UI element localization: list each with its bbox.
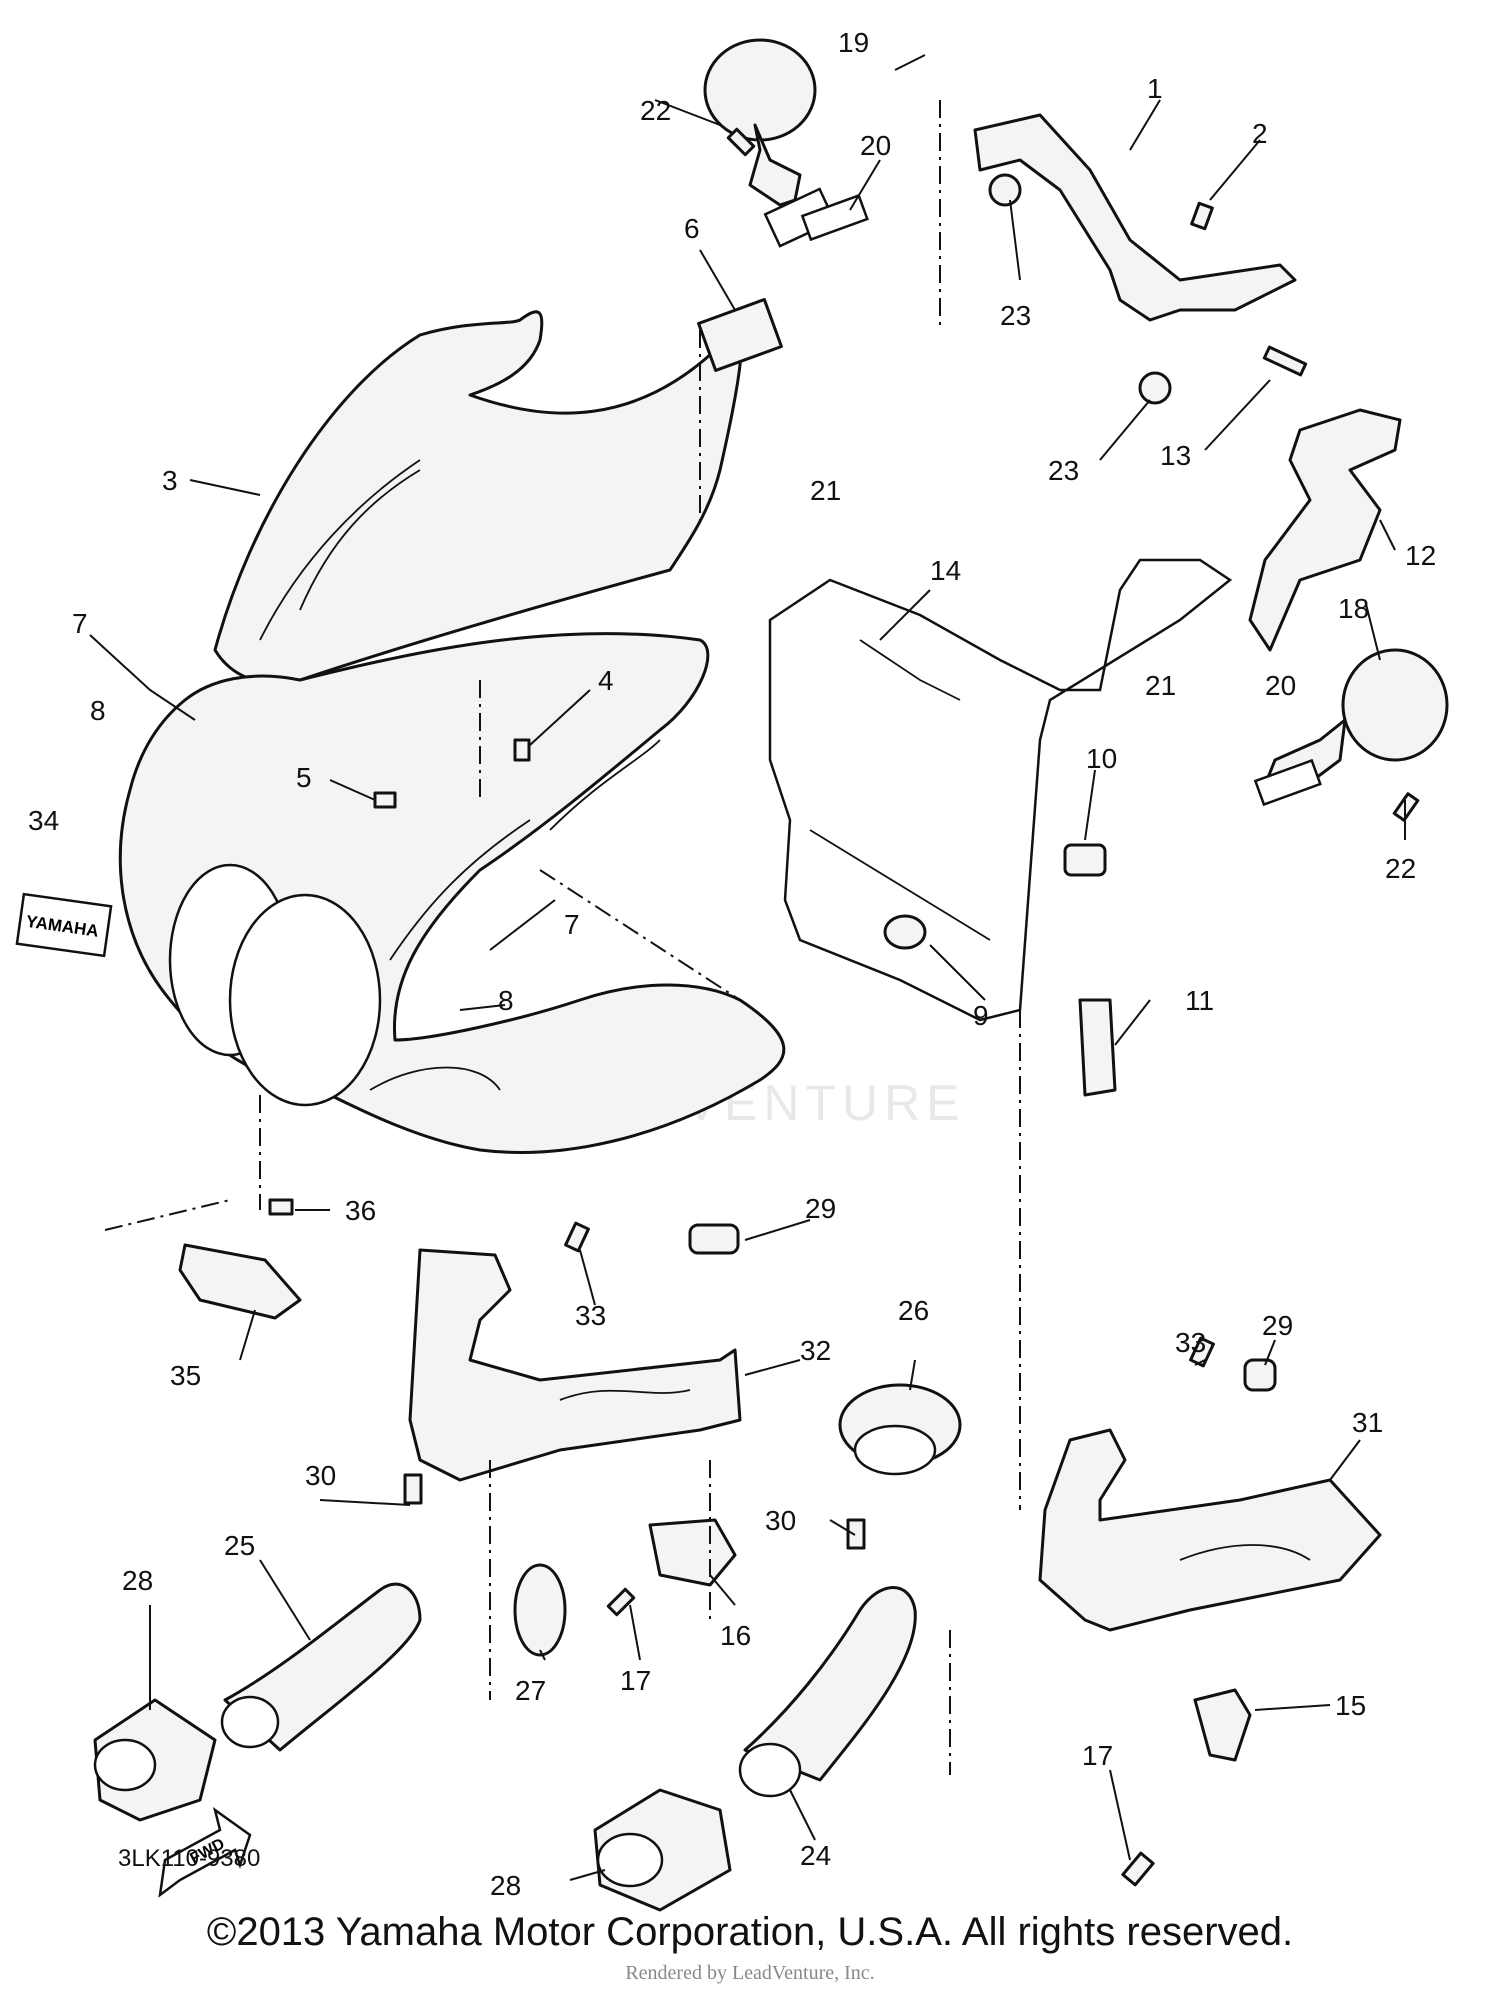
windscreen <box>213 310 743 685</box>
callout-21b: 21 <box>1145 670 1176 701</box>
damper-23a <box>988 173 1022 207</box>
callout-12: 12 <box>1405 540 1436 571</box>
stay-1 <box>973 113 1297 322</box>
render-note: Rendered by LeadVenture, Inc. <box>625 1962 875 1984</box>
callout-7a: 7 <box>72 608 88 639</box>
bracket-11 <box>1078 998 1117 1097</box>
cowling-stay-frame <box>768 558 1233 1022</box>
emblem-6 <box>697 298 783 372</box>
damper-23b <box>1138 371 1172 405</box>
grommet-9 <box>883 914 927 950</box>
callout-7b: 7 <box>564 909 580 940</box>
callout-8a: 8 <box>90 695 106 726</box>
clip-29b <box>1243 1358 1277 1392</box>
callout-28b: 28 <box>490 1870 521 1901</box>
callout-23b: 23 <box>1048 455 1079 486</box>
callout-11: 11 <box>1185 985 1214 1016</box>
collar-10 <box>1063 843 1107 877</box>
callout-36: 36 <box>345 1195 376 1226</box>
callout-19: 19 <box>838 27 869 58</box>
callout-26: 26 <box>898 1295 929 1326</box>
callout-5: 5 <box>296 762 312 793</box>
callout-28a: 28 <box>122 1565 153 1596</box>
callout-32: 32 <box>800 1335 831 1366</box>
callout-24: 24 <box>800 1840 831 1871</box>
mirror-19 <box>703 38 817 142</box>
mirror-stem-19 <box>748 123 802 207</box>
callout-22b: 22 <box>1385 853 1416 884</box>
callout-35: 35 <box>170 1360 201 1391</box>
callout-20b: 20 <box>1265 670 1296 701</box>
callout-34: 34 <box>28 805 59 836</box>
callout-17a: 17 <box>620 1665 651 1696</box>
callout-22a: 22 <box>640 95 671 126</box>
callout-18: 18 <box>1338 593 1369 624</box>
callout-33b: 33 <box>1175 1327 1206 1358</box>
callout-29a: 29 <box>805 1193 836 1224</box>
leader-lines <box>89 54 1406 1881</box>
callout-2: 2 <box>1252 118 1268 149</box>
callout-14: 14 <box>930 555 961 586</box>
joint-28-left <box>93 1698 217 1822</box>
bracket-15 <box>1193 1688 1252 1762</box>
callout-9: 9 <box>973 1000 989 1031</box>
callout-13: 13 <box>1160 440 1191 471</box>
yamaha-emblem-34: YAMAHA <box>15 892 113 958</box>
callout-21a: 21 <box>810 475 841 506</box>
assembly-lines <box>104 100 1021 1775</box>
clip-29a <box>688 1223 740 1255</box>
callout-10: 10 <box>1086 743 1117 774</box>
stay-12 <box>1248 408 1402 652</box>
bracket-16 <box>648 1518 737 1587</box>
cover-35 <box>178 1243 302 1320</box>
callout-30b: 30 <box>765 1505 796 1536</box>
under-cowling-31 <box>1038 1428 1382 1632</box>
mirror-base-19 <box>763 187 837 248</box>
under-cowling-32 <box>408 1248 742 1482</box>
mirror-18 <box>1341 648 1449 762</box>
callout-27: 27 <box>515 1675 546 1706</box>
copyright-footer: ©2013 Yamaha Motor Corporation, U.S.A. A… <box>206 1910 1294 1954</box>
joint-28-right <box>593 1788 732 1912</box>
callout-17b: 17 <box>1082 1740 1113 1771</box>
air-hose-24 <box>743 1586 917 1782</box>
callout-33a: 33 <box>575 1300 606 1331</box>
callout-6: 6 <box>684 213 700 244</box>
callout-4: 4 <box>598 665 614 696</box>
bolt-group <box>268 127 1420 1887</box>
callout-3: 3 <box>162 465 178 496</box>
plate-20b <box>1253 758 1322 807</box>
callout-labels: 1 2 3 4 5 6 7 7 8 8 9 10 11 12 13 14 15 … <box>28 27 1436 1901</box>
diagram-code: 3LK110-9380 <box>118 1845 261 1872</box>
headlight-opening-right <box>228 893 382 1107</box>
callout-23a: 23 <box>1000 300 1031 331</box>
callout-25: 25 <box>224 1530 255 1561</box>
callout-8b: 8 <box>498 985 514 1016</box>
callout-15: 15 <box>1335 1690 1366 1721</box>
duct-27 <box>513 1563 567 1657</box>
callout-20a: 20 <box>860 130 891 161</box>
callout-31: 31 <box>1352 1407 1383 1438</box>
callout-29b: 29 <box>1262 1310 1293 1341</box>
callout-1: 1 <box>1147 73 1163 104</box>
callout-30a: 30 <box>305 1460 336 1491</box>
callout-16: 16 <box>720 1620 751 1651</box>
